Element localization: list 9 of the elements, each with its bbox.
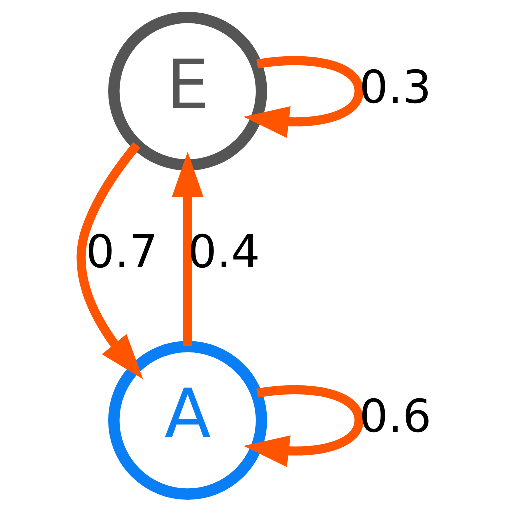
arrow [171,152,204,346]
edge-label: 0.6 [359,390,432,443]
node-circle: E [108,12,267,171]
edge-label: 0.3 [359,60,432,114]
arrow [243,56,364,138]
node-circle: A [108,341,267,500]
edge-label: 0.7 [85,225,158,278]
arrow [243,385,364,468]
arrow [76,142,143,380]
